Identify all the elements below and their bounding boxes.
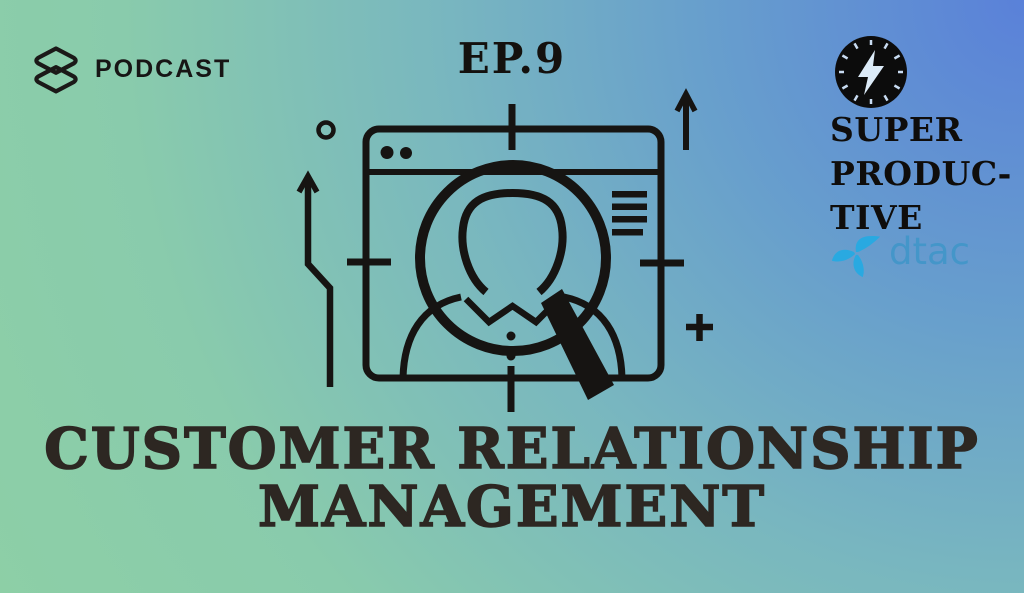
dtac-logo: dtac — [830, 226, 970, 280]
podcast-logo-label: PODCAST — [95, 54, 232, 83]
crosshair-bottom-dot-1 — [506, 331, 516, 341]
podcast-logo: PODCAST — [28, 36, 231, 102]
window-text-lines — [612, 191, 647, 236]
poster-title-line1: CUSTOMER RELATIONSHIP — [43, 416, 980, 482]
right-arrow-head — [674, 88, 698, 113]
show-title-line: PRODUC- — [830, 154, 1012, 193]
crosshair-bottom-dot-2 — [506, 351, 516, 361]
magnifier-handle — [541, 289, 614, 400]
person-head — [458, 188, 567, 296]
clock-lightning-icon — [835, 36, 907, 108]
dot-circle-decoration — [316, 120, 336, 140]
poster-title-line2: MANAGEMENT — [257, 474, 767, 541]
plus-icon — [686, 314, 713, 341]
person-collar — [463, 296, 562, 327]
browser-dot-2 — [400, 147, 412, 159]
dtac-logo-icon — [831, 235, 881, 278]
left-arrow-head — [296, 170, 320, 194]
browser-window — [362, 125, 665, 382]
dtac-logo-label: dtac — [889, 229, 971, 273]
show-title-line: TIVE — [830, 198, 923, 237]
podcast-logo-icon — [34, 46, 78, 94]
show-title: SUPER PRODUC- TIVE — [830, 108, 1012, 240]
poster-title: CUSTOMER RELATIONSHIP MANAGEMENT — [0, 416, 1024, 541]
episode-label: EP.9 — [457, 34, 567, 83]
browser-dot-1 — [380, 146, 394, 159]
magnifier-lens — [415, 160, 611, 356]
person-shoulder-left — [399, 293, 462, 379]
left-arrow-line — [304, 179, 334, 387]
person-shoulder-right — [563, 293, 626, 379]
show-title-line: SUPER — [830, 110, 963, 149]
